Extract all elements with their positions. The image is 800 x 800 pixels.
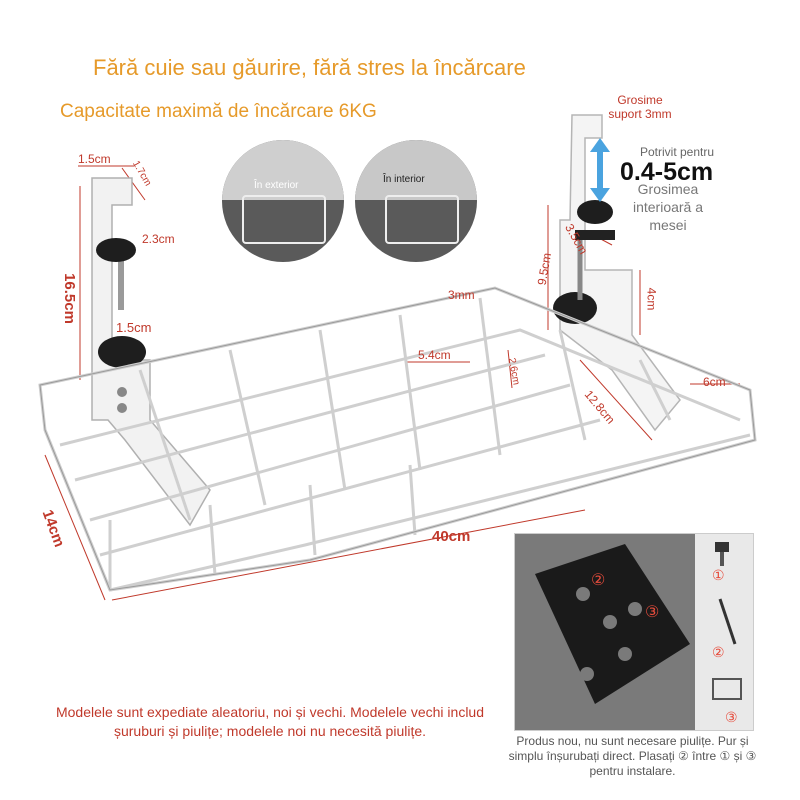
exterior-photo: În exterior bbox=[222, 140, 344, 262]
dim-3mm: 3mm bbox=[448, 288, 475, 302]
footer-note-new-product: Produs nou, nu sunt necesare piulițe. Pu… bbox=[508, 734, 757, 778]
dim-1-5cm-top: 1.5cm bbox=[78, 152, 111, 166]
dim-5-4cm: 5.4cm bbox=[418, 348, 451, 362]
dim-4cm: 4cm bbox=[644, 287, 659, 311]
thickness-note: Grosime suport 3mm bbox=[608, 93, 672, 121]
inset-side-marker-2: ② bbox=[712, 644, 725, 660]
fit-description: Grosimea interioară a mesei bbox=[632, 181, 704, 233]
interior-label: În interior bbox=[383, 174, 425, 185]
inset-side-marker-1: ① bbox=[712, 567, 725, 583]
dim-16-5cm: 16.5cm bbox=[60, 273, 78, 324]
dim-2-3cm: 2.3cm bbox=[142, 232, 175, 246]
fit-range: 0.4-5cm bbox=[620, 158, 714, 186]
exterior-label: În exterior bbox=[254, 180, 299, 191]
dim-6cm: 6cm bbox=[703, 375, 726, 389]
fit-label: Potrivit pentru bbox=[640, 145, 715, 159]
inset-side-marker-3: ③ bbox=[725, 709, 738, 725]
interior-photo: În interior bbox=[355, 140, 477, 262]
footer-note-models: Modelele sunt expediate aleatoriu, noi ș… bbox=[55, 704, 485, 739]
inset-marker-3: ③ bbox=[645, 604, 660, 621]
headline-no-drilling: Fără cuie sau găurire, fără stres la înc… bbox=[93, 55, 526, 80]
inset-marker-2: ② bbox=[591, 572, 606, 589]
wire-basket bbox=[38, 286, 757, 592]
thickness-arrow bbox=[590, 138, 610, 202]
headline-max-load: Capacitate maximă de încărcare 6KG bbox=[60, 101, 377, 122]
dim-1-5cm-low: 1.5cm bbox=[116, 320, 152, 335]
install-inset: ② ③ ① ② ③ bbox=[514, 533, 754, 731]
dim-40cm: 40cm bbox=[432, 528, 471, 545]
